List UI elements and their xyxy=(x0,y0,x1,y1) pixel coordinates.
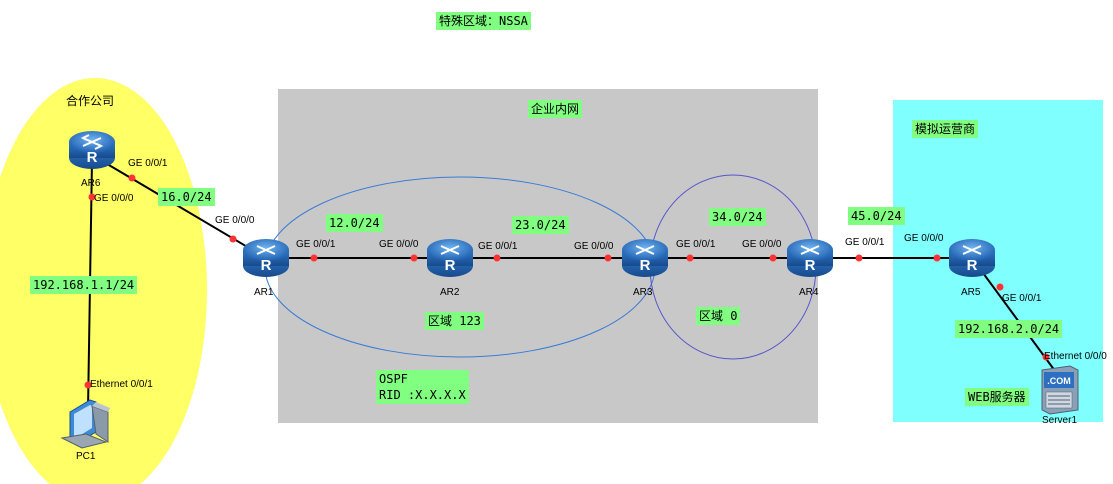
port-dot xyxy=(493,254,501,262)
device-name-pc1: PC1 xyxy=(76,451,96,462)
port-dot xyxy=(229,235,237,243)
port-dot xyxy=(996,283,1004,291)
links xyxy=(87,154,1059,411)
enterprise-zone xyxy=(278,89,818,423)
ospf-rid: RID :X.X.X.X xyxy=(379,388,466,402)
subnet-16: 16.0/24 xyxy=(158,188,215,206)
router-ar4[interactable]: R xyxy=(787,239,833,277)
router-glyph: R xyxy=(967,257,978,274)
port-dot xyxy=(604,254,612,262)
device-name-ar5: AR5 xyxy=(961,287,981,298)
device-name-ar3: AR3 xyxy=(633,287,653,298)
router-glyph: R xyxy=(87,149,98,166)
port-label: GE 0/0/1 xyxy=(478,241,518,252)
port-label: GE 0/0/0 xyxy=(742,239,782,250)
area-0-label: 区域 0 xyxy=(696,307,741,325)
server-role-label: WEB服务器 xyxy=(965,388,1029,406)
subnet-192-2: 192.168.2.0/24 xyxy=(955,320,1063,338)
subnet-34: 34.0/24 xyxy=(709,208,766,226)
server-icon[interactable]: .COM xyxy=(1041,365,1079,415)
port-dot xyxy=(686,254,694,262)
server-glyph: .COM xyxy=(1047,376,1071,386)
port-label: GE 0/0/1 xyxy=(128,158,168,169)
page-title: 特殊区域：NSSA xyxy=(436,12,531,30)
subnet-12: 12.0/24 xyxy=(326,214,383,232)
port-dot xyxy=(933,254,941,262)
port-label: GE 0/0/1 xyxy=(845,237,885,248)
port-dots xyxy=(84,174,1050,389)
zone-enterprise-label: 企业内网 xyxy=(528,100,583,118)
port-label: Ethernet 0/0/1 xyxy=(90,379,153,390)
subnet-192-1: 192.168.1.1/24 xyxy=(30,276,138,294)
router-ar6[interactable]: R xyxy=(69,131,115,169)
ospf-title: OSPF xyxy=(379,372,408,386)
pc-icon[interactable] xyxy=(60,399,110,449)
port-label: GE 0/0/0 xyxy=(215,215,255,226)
area-123-label: 区域 123 xyxy=(425,312,484,330)
port-dot xyxy=(769,254,777,262)
router-ar3[interactable]: R xyxy=(622,239,668,277)
router-ar1[interactable]: R xyxy=(243,239,289,277)
device-name-ar1: AR1 xyxy=(254,287,274,298)
port-dot xyxy=(128,174,136,182)
port-dot xyxy=(310,254,318,262)
device-name-ar4: AR4 xyxy=(799,287,819,298)
port-label: GE 0/0/1 xyxy=(296,239,336,250)
port-dot xyxy=(1042,353,1050,361)
port-dot xyxy=(855,254,863,262)
port-label: Ethernet 0/0/0 xyxy=(1044,351,1107,362)
port-label: GE 0/0/1 xyxy=(1002,293,1042,304)
port-dot xyxy=(88,193,96,201)
router-ar5[interactable]: R xyxy=(949,239,995,277)
zone-partner-label: 合作公司 xyxy=(66,94,115,108)
router-ar2[interactable]: R xyxy=(427,239,473,277)
port-label: GE 0/0/0 xyxy=(904,233,944,244)
ospf-info: OSPF RID :X.X.X.X xyxy=(376,370,469,404)
link-ar6-ar1 xyxy=(91,154,267,259)
router-glyph: R xyxy=(805,257,816,274)
port-label: GE 0/0/1 xyxy=(676,239,716,250)
zone-isp-label: 模拟运营商 xyxy=(912,120,979,138)
router-glyph: R xyxy=(445,257,456,274)
subnet-45: 45.0/24 xyxy=(848,207,905,225)
port-dot xyxy=(410,254,418,262)
port-label: GE 0/0/0 xyxy=(574,241,614,252)
router-glyph: R xyxy=(640,257,651,274)
device-name-ar2: AR2 xyxy=(440,287,460,298)
router-glyph: R xyxy=(261,257,272,274)
device-name-ar6: AR6 xyxy=(81,178,101,189)
device-name-server1: Server1 xyxy=(1042,415,1078,426)
port-label: GE 0/0/0 xyxy=(94,193,134,204)
port-dot xyxy=(84,381,92,389)
port-label: GE 0/0/0 xyxy=(379,239,419,250)
subnet-23: 23.0/24 xyxy=(512,216,569,234)
